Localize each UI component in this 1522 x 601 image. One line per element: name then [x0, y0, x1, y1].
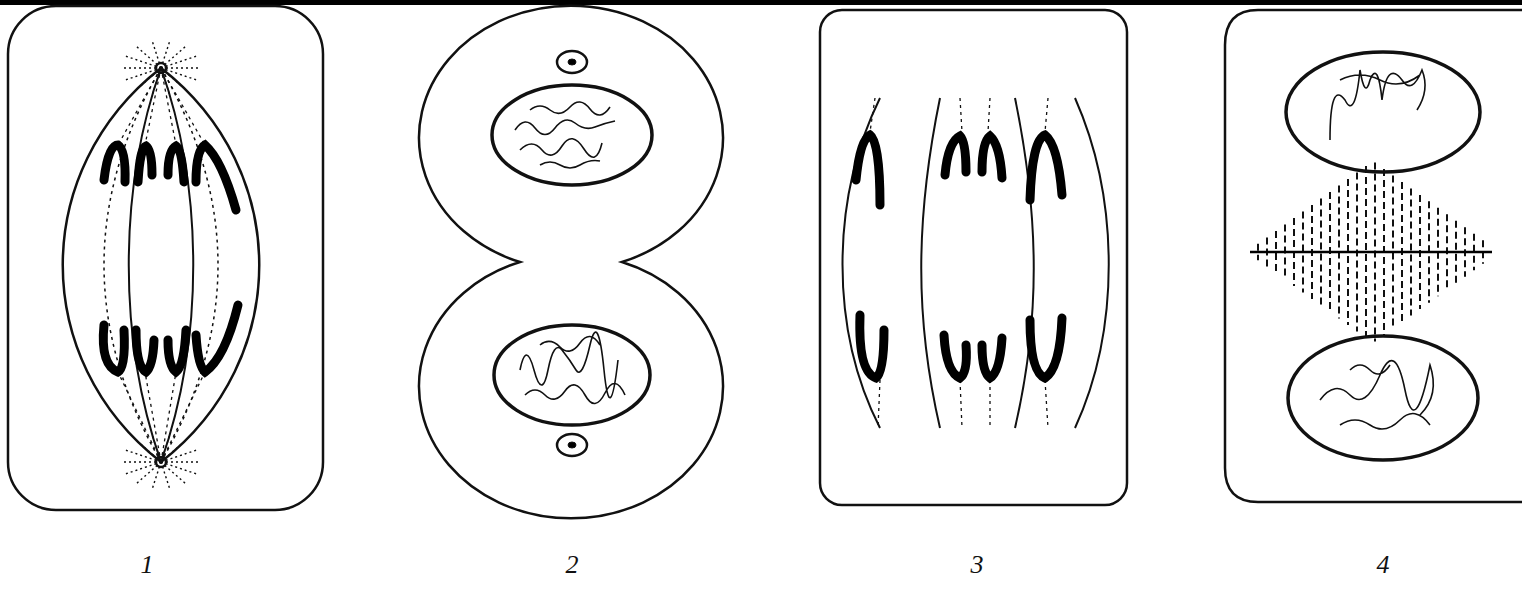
top-border [0, 0, 1522, 5]
figure-number: 1 [141, 552, 154, 578]
cell-2 [419, 6, 723, 519]
figure-number: 4 [1377, 552, 1390, 578]
figure-number: 2 [566, 552, 579, 578]
cell-4 [1225, 10, 1522, 502]
chromosomes [856, 135, 1062, 378]
chromosomes [103, 145, 238, 372]
cell-1 [8, 6, 323, 510]
cell-3 [820, 10, 1127, 505]
figure-number: 3 [971, 552, 984, 578]
